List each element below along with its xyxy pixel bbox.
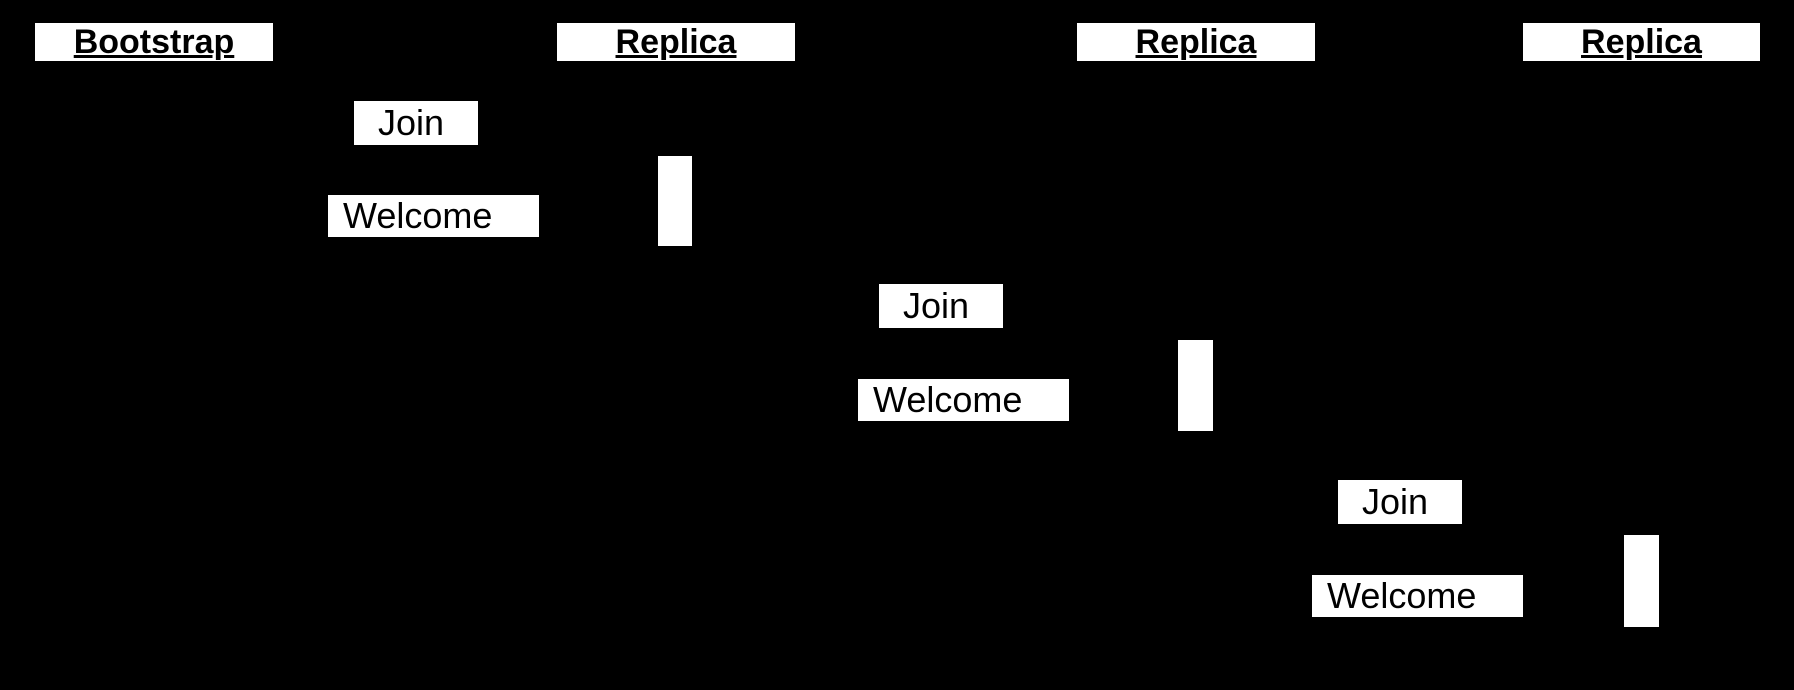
message-label-join-2: Join: [879, 284, 1003, 328]
message-label-welcome-2: Welcome: [858, 379, 1069, 421]
activation-bar-replica-3: [1624, 535, 1659, 627]
message-label-welcome-3: Welcome: [1312, 575, 1523, 617]
lifeline-header-replica-2: Replica: [1077, 23, 1315, 61]
lifeline-header-bootstrap: Bootstrap: [35, 23, 273, 61]
lifeline-header-replica-3: Replica: [1523, 23, 1760, 61]
activation-bar-replica-1: [658, 156, 692, 246]
message-label-join-3: Join: [1338, 480, 1462, 524]
activation-bar-replica-2: [1178, 340, 1213, 431]
message-label-welcome-1: Welcome: [328, 195, 539, 237]
lifeline-header-replica-1: Replica: [557, 23, 795, 61]
message-label-join-1: Join: [354, 101, 478, 145]
